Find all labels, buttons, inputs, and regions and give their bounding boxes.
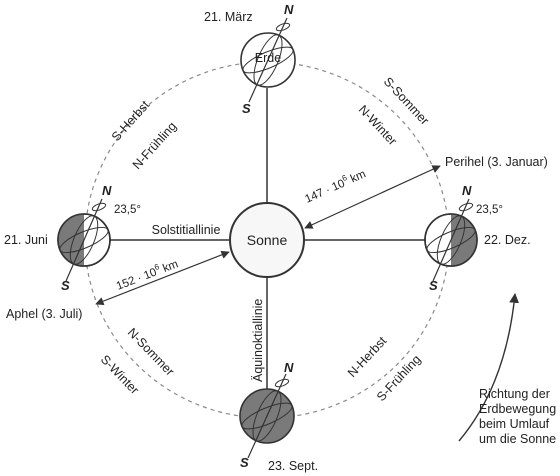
motion-caption-line-1: Richtung der bbox=[479, 387, 550, 401]
pole-s-september: S bbox=[240, 455, 249, 470]
sun: Sonne bbox=[229, 202, 305, 278]
pole-s-march: S bbox=[242, 101, 251, 116]
season-s-herbst: S-Herbst bbox=[109, 98, 153, 144]
date-march: 21. März bbox=[204, 10, 253, 24]
season-s-winter: S-Winter bbox=[98, 352, 142, 397]
earth-september bbox=[239, 373, 295, 459]
motion-direction-arrow bbox=[458, 293, 520, 442]
season-n-herbst: N-Herbst bbox=[345, 334, 390, 381]
season-n-winter: N-Winter bbox=[356, 102, 400, 148]
perihel-label: Perihel (3. Januar) bbox=[445, 155, 548, 169]
date-september: 23. Sept. bbox=[268, 459, 318, 473]
pole-n-september: N bbox=[284, 360, 294, 375]
tilt-june: 23,5° bbox=[114, 204, 141, 216]
pole-s-december: S bbox=[429, 278, 438, 293]
earth-december bbox=[424, 198, 478, 282]
aphel-distance-arrow bbox=[95, 250, 230, 306]
date-december: 22. Dez. bbox=[484, 233, 531, 247]
motion-caption-line-3: beim Umlauf bbox=[479, 417, 550, 431]
season-n-fruehling: N-Frühling bbox=[130, 119, 179, 172]
equinoctial-line-label: Äquinoktiallinie bbox=[251, 299, 265, 382]
season-n-sommer: N-Sommer bbox=[125, 325, 177, 378]
aphel-distance-label: 152 · 106 km bbox=[114, 255, 180, 292]
earth-march: Erde bbox=[240, 17, 296, 103]
pole-n-june: N bbox=[102, 183, 112, 198]
sun-label: Sonne bbox=[247, 232, 288, 248]
motion-caption: Richtung der Erdbewegung beim Umlauf um … bbox=[479, 387, 556, 446]
pole-n-december: N bbox=[462, 183, 472, 198]
motion-caption-line-4: um die Sonne bbox=[479, 432, 556, 446]
aphel-label: Aphel (3. Juli) bbox=[6, 307, 82, 321]
motion-caption-line-2: Erdbewegung bbox=[479, 402, 556, 416]
perihel-distance-label: 147 · 106 km bbox=[302, 166, 368, 206]
date-june: 21. Juni bbox=[4, 233, 48, 247]
earth-june bbox=[57, 198, 111, 282]
season-s-sommer: S-Sommer bbox=[381, 74, 432, 127]
pole-n-march: N bbox=[284, 2, 294, 17]
tilt-december: 23,5° bbox=[476, 204, 503, 216]
pole-s-june: S bbox=[61, 278, 70, 293]
earth-label: Erde bbox=[255, 51, 281, 65]
solstitial-line-label: Solstitiallinie bbox=[152, 223, 221, 237]
season-s-fruehling: S-Frühling bbox=[374, 352, 424, 404]
perihel-distance-arrow bbox=[304, 165, 441, 229]
